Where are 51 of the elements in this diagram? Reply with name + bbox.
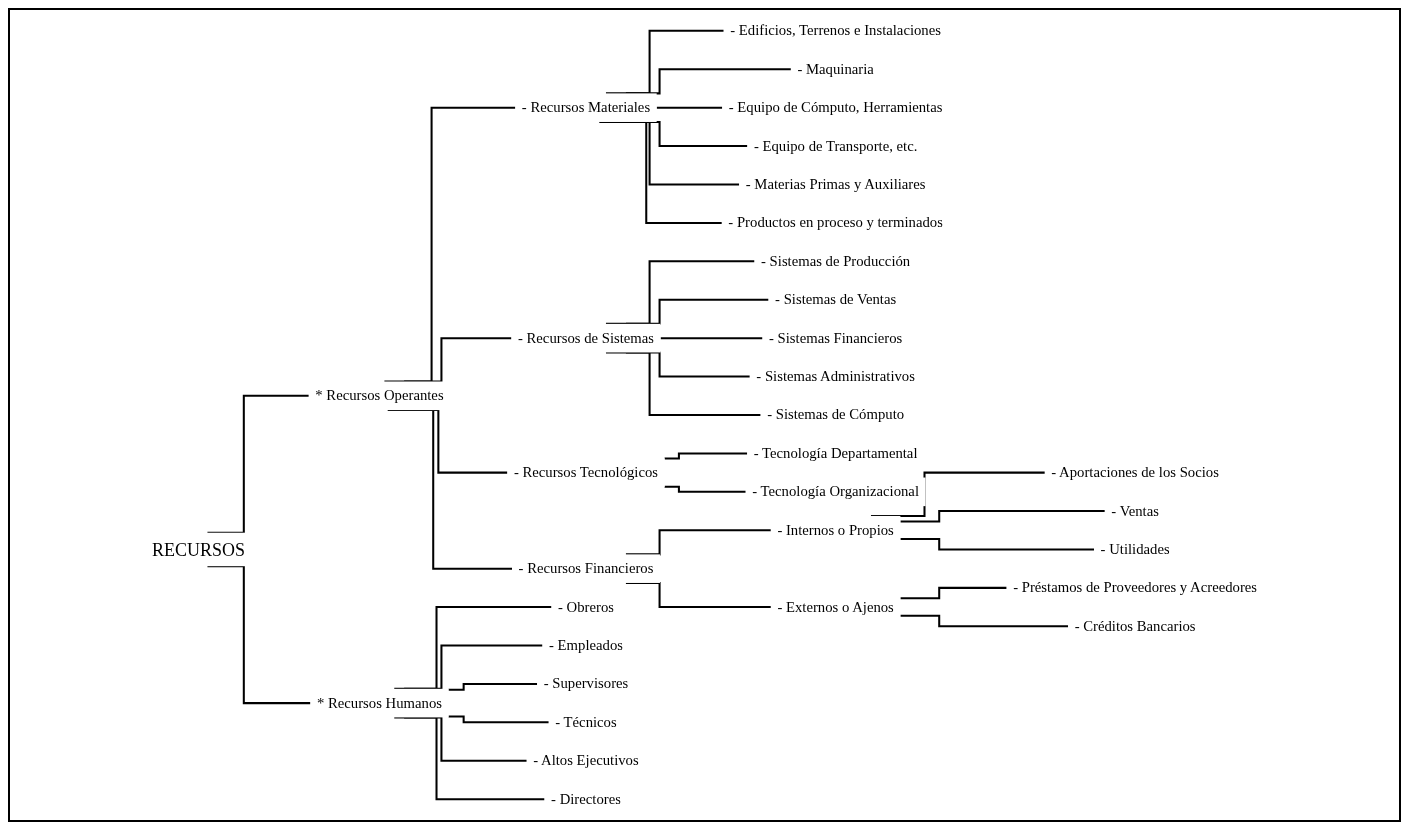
node-text: - Sistemas de Ventas [775,291,897,308]
node-text: - Maquinaria [797,60,874,78]
connector [404,644,543,690]
node-text: - Equipo de Cómputo, Herramientas [728,99,943,116]
node-text: - Utilidades [1100,540,1170,558]
node-text: - Obreros [557,598,614,615]
node-text: - Préstamos de Proveedores y Acreedores [1013,579,1257,596]
node-text: - Sistemas Financieros [768,329,903,346]
connector [625,529,771,556]
connector [599,120,722,224]
connector [207,394,309,534]
connector [625,68,791,95]
node-text: - Directores [550,790,621,807]
connector [448,682,538,691]
node-text: - Equipo de Transporte, etc. [753,137,918,154]
node-text: - Empleados [548,636,623,654]
connector [664,485,746,493]
node-text: - Altos Ejecutivos [533,752,639,769]
connector [625,298,769,325]
connector [394,606,552,690]
node-text: - Materias Primas y Auxiliares [745,175,926,193]
node-text: - Sistemas Administrativos [756,368,915,385]
node-text: - Edificios, Terrenos e Instalaciones [730,22,941,39]
connector [900,614,1069,628]
connector [660,337,763,340]
connector [605,260,755,325]
connector [404,337,512,383]
node-text: - Aportaciones de los Socios [1051,464,1219,481]
connector [656,106,723,109]
connector [384,106,516,383]
node-text: - Ventas [1111,502,1159,519]
connector [605,29,724,95]
node-text: - Supervisores [543,675,629,692]
node-text: - Sistemas de Cómputo [767,406,904,423]
connector [900,586,1007,600]
node-text: - Tecnología Departamental [753,444,918,462]
node-text: - Productos en proceso y terminados [728,214,943,231]
node-text: - Créditos Bancarios [1074,617,1196,635]
connector [900,537,1094,551]
connector [394,716,545,801]
diagram-frame: RECURSOS * Recursos Operantes - Recursos Materiales - Edificios, Terrenos e Instalaciones - Maquinaria - Equipo de Cómputo, Herramientas - Equipo de Transporte, etc. - Materias Primas y Auxiliares - Productos en proceso y terminados - Recursos de Sistemas - Sistemas de Producción - Sistemas de Ventas - Sistemas Financieros - Sistemas Administrativos - Sistemas de Cómputo - Recursos Tecnológicos - Tecnología Departamental - Tecnología Organizacional - Recursos Financieros - Internos o Propios - Aportaciones de los Socios - Ventas - Utilidades - Externos o Ajenos - Préstamos de Proveedores y Acreedores - Créditos Bancarios * Recursos Humanos - Obreros - Empleados - Supervisores - Técnicos - Altos Ejecutivos - Directores [8,8,1401,822]
node-text: - Sistemas de Producción [760,252,911,270]
connector [625,581,771,609]
connector [207,565,311,705]
connector [605,351,761,416]
connector [448,715,549,724]
node-text: - Técnicos [555,713,617,731]
node-text: - Externos o Ajenos [777,598,894,615]
connector [664,452,748,460]
connector [900,510,1105,523]
node-text: - Recursos Tecnológicos [513,464,658,481]
